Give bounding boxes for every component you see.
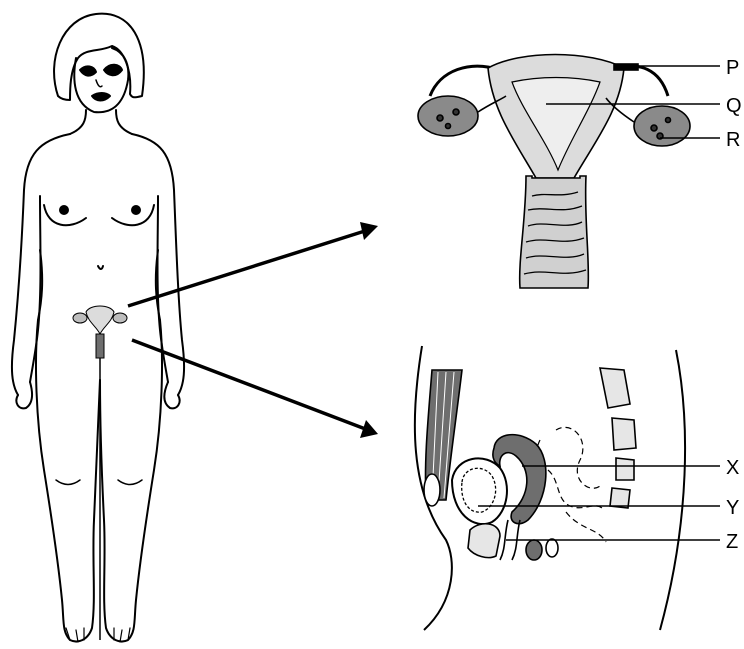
pelvis-side-view xyxy=(415,346,685,630)
arrow-icon xyxy=(132,340,378,438)
label-y: Y xyxy=(726,497,739,519)
small-uterus-on-body xyxy=(73,306,127,640)
left-eye xyxy=(80,66,96,75)
arrow-icon xyxy=(128,222,378,306)
right-eye xyxy=(104,65,122,76)
face xyxy=(74,48,128,112)
mouth xyxy=(92,93,110,101)
label-q: Q xyxy=(726,95,742,117)
label-x: X xyxy=(726,457,739,479)
label-z: Z xyxy=(726,531,738,553)
uterus-front-view xyxy=(418,55,690,289)
label-p: P xyxy=(726,57,739,79)
hair xyxy=(54,14,144,100)
label-r: R xyxy=(726,129,740,151)
